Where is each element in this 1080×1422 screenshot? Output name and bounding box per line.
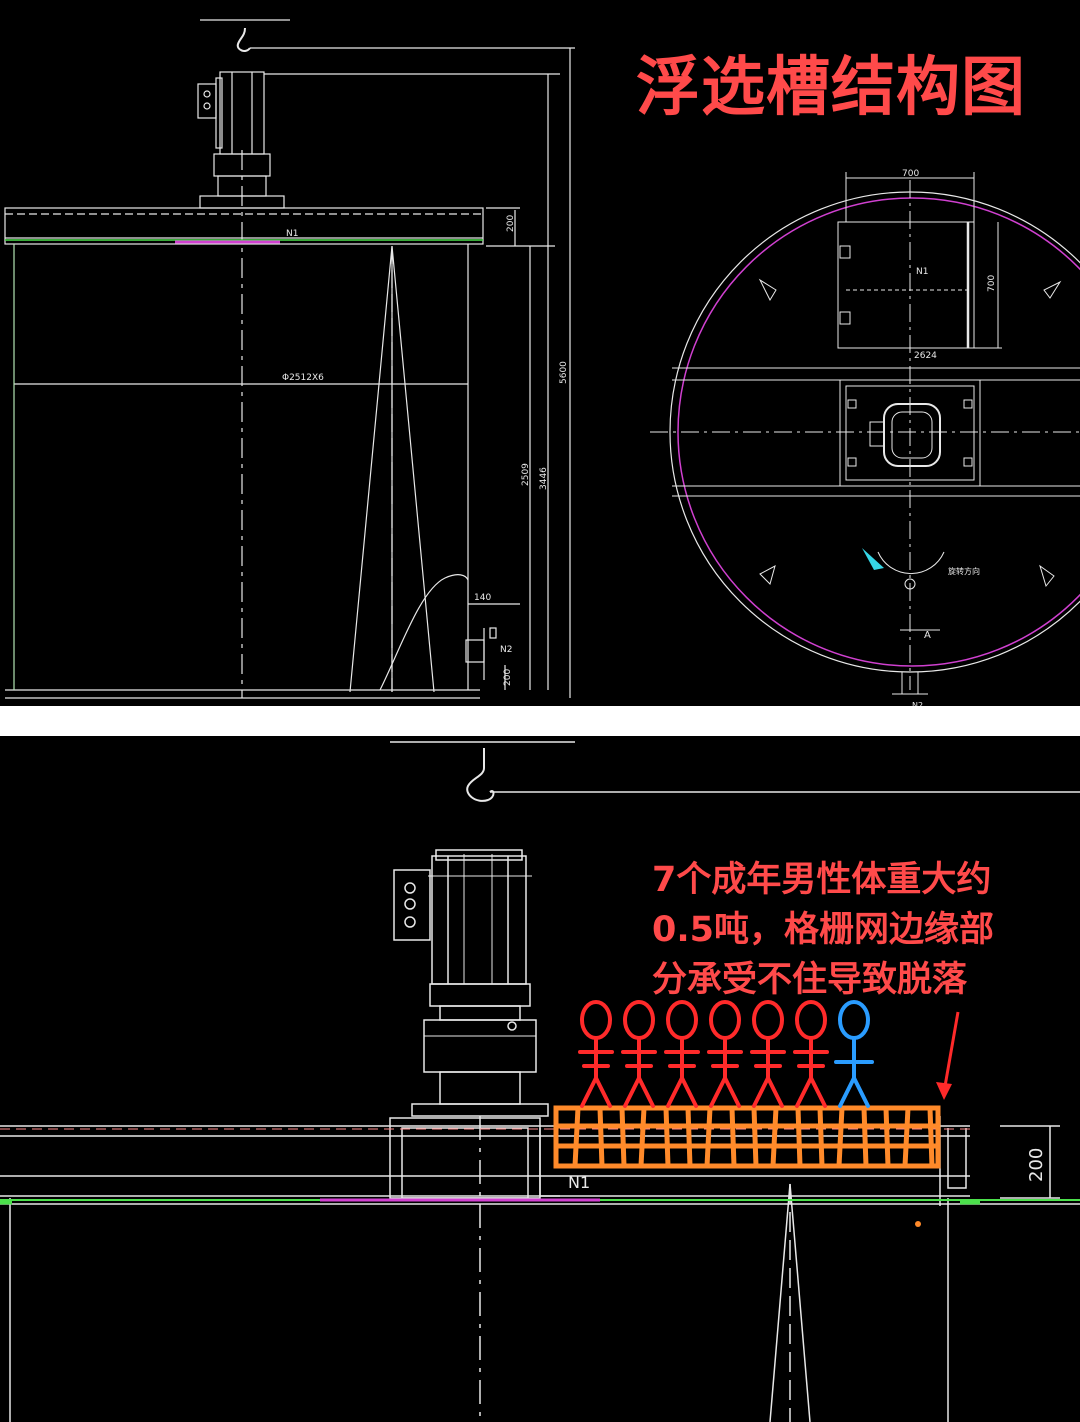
center-cone [769,1183,811,1422]
stick-figure-red [793,1000,829,1108]
label-2509: 2509 [521,463,531,486]
label-5600: 5600 [559,361,569,384]
rotation-arrow-icon [862,548,884,570]
rotation-arc [877,551,945,575]
motor-junction-box [393,869,431,941]
feed-box [837,221,975,349]
page-title: 浮选槽结构图 [636,51,1026,125]
grate-bar [638,1107,647,1167]
tank-inner-circle [677,197,1080,667]
grate-bar [927,1107,935,1167]
motor-junction-box [197,83,217,119]
label-n2-plan: N2 [912,701,923,706]
stick-figure-red [578,1000,614,1108]
label-200-bottom-view: 200 [1026,1148,1047,1182]
label-3446: 3446 [539,467,549,490]
top-drawing-panel: N1 Φ2512X6 200 5600 3446 2509 140 N2 200 [0,0,1080,706]
stick-figure-red [707,1000,743,1108]
hook-icon [466,748,495,802]
hook-icon [236,27,251,52]
grate-bar [572,1107,581,1167]
stick-figure-red [664,1000,700,1108]
grate-bar [861,1107,869,1167]
tank-top-cover [4,207,484,245]
annotation-note: 7个成年男性体重大约 0.5吨，格栅网边缘部 分承受不住导致脱落 [652,855,1052,1005]
pointer-arrow-icon [936,1082,952,1100]
label-200-bottom: 200 [503,669,513,686]
motor-base-plate [411,1103,549,1117]
grate-bar [685,1107,693,1167]
grate-mesh [553,1105,941,1169]
label-700-width: 700 [902,169,919,179]
annotation-line-2: 0.5吨，格栅网边缘部 [652,910,995,950]
grate-bar [704,1107,713,1167]
grate-bar [770,1107,779,1167]
grate-bar [795,1107,803,1167]
plan-view-drawing: 700 700 N1 2624 旋转方向 A N2 [650,169,1080,706]
grate-bar [883,1107,891,1167]
label-n1-bottom: N1 [568,1173,590,1192]
label-140: 140 [474,593,491,603]
label-rotation-direction: 旋转方向 [948,566,980,576]
panel-divider [0,706,1080,736]
grate-bar [597,1107,605,1167]
annotation-line-3: 分承受不住导致脱落 [652,960,968,1000]
stick-figures-group [578,1000,874,1108]
nozzle-n2 [465,639,485,663]
annotation-line-1: 7个成年男性体重大约 [652,860,992,900]
label-diameter: Φ2512X6 [282,373,324,383]
grate-bar [751,1107,759,1167]
stick-figure-red [750,1000,786,1108]
grate-bar [663,1107,671,1167]
gearbox [439,1005,521,1021]
label-section-a: A [924,630,931,641]
bottom-drawing-panel: N1 200 7个成年男性体重大约 0.5吨，格栅网边缘部 分承受不住导致脱落 [0,736,1080,1422]
zoomed-elevation-drawing: N1 200 [0,741,1080,1422]
label-200-top: 200 [506,215,516,232]
label-700-height: 700 [987,275,997,292]
grate-bar [836,1107,845,1167]
pointer-arrow-line [942,1011,960,1093]
grate-bar [729,1107,737,1167]
grate-bar [902,1107,911,1167]
grate-bar [619,1107,627,1167]
stick-figure-blue [834,1000,874,1108]
drive-support-frame [839,379,981,487]
motor-body [431,855,527,985]
baffle-curve [379,574,469,691]
label-n1-top: N1 [286,229,298,239]
label-n1-plan: N1 [916,267,928,277]
grate-bar [817,1107,825,1167]
motor-body [219,71,265,155]
stick-figure-red [621,1000,657,1108]
label-2624: 2624 [914,351,937,361]
front-elevation-drawing: N1 Φ2512X6 200 5600 3446 2509 140 N2 200 [4,19,1080,706]
label-n2-top: N2 [500,645,512,655]
